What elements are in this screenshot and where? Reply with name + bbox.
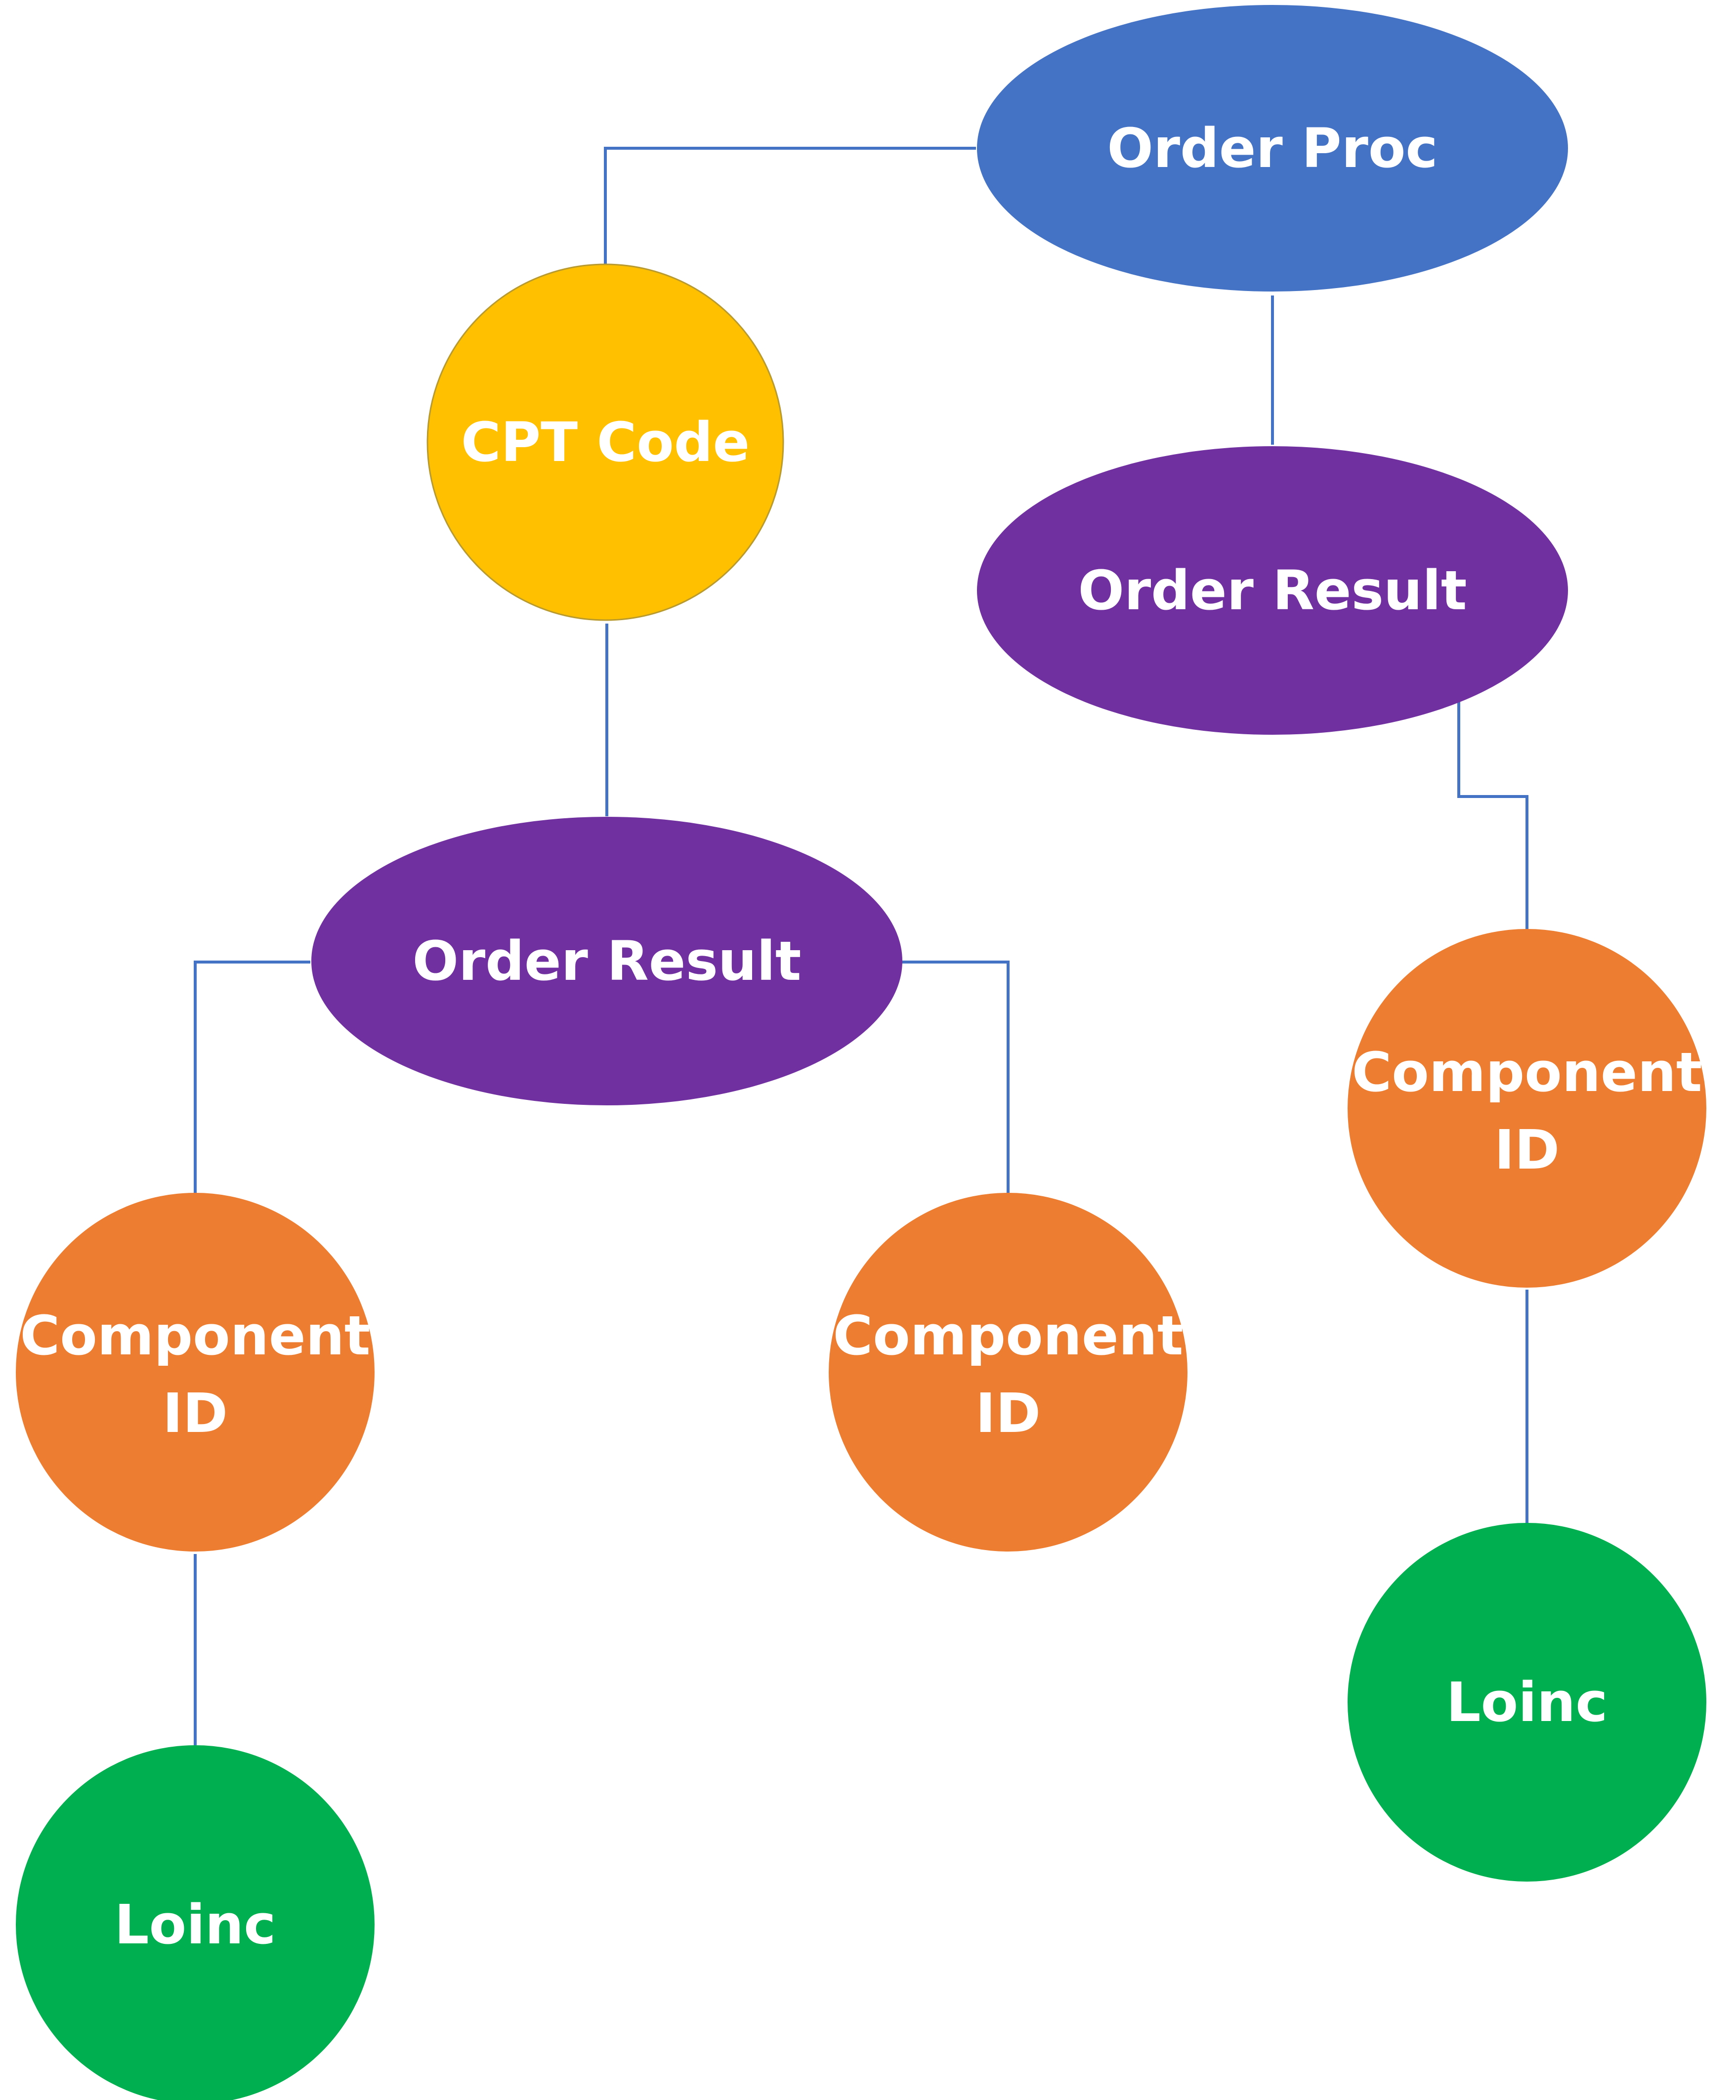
- order-result-right-ellipse: [977, 446, 1568, 735]
- connector-orderproc-to-cptcode: [604, 147, 976, 267]
- node-order-result-left[interactable]: Order Result: [311, 817, 902, 1105]
- node-order-result-right[interactable]: Order Result: [977, 446, 1568, 735]
- component-right-label-line2: ID: [1494, 1118, 1560, 1181]
- connectors: [194, 147, 1528, 1745]
- cpt-code-label: CPT Code: [461, 411, 750, 474]
- component-left-label-line2: ID: [163, 1382, 228, 1445]
- node-component-middle[interactable]: Component ID: [829, 1193, 1187, 1552]
- component-middle-circle: [829, 1193, 1187, 1552]
- node-order-proc[interactable]: Order Proc: [977, 5, 1568, 292]
- connector-orderresult-left-to-component-middle: [902, 961, 1010, 1195]
- cpt-code-circle: [427, 264, 783, 620]
- component-left-circle: [16, 1193, 375, 1552]
- node-loinc-right[interactable]: Loinc: [1348, 1523, 1706, 1882]
- order-result-left-ellipse: [311, 817, 902, 1105]
- connector-orderresult-left-to-component-left: [194, 961, 310, 1195]
- loinc-right-label: Loinc: [1446, 1671, 1608, 1734]
- connector-orderresult-right-to-component-right: [1457, 702, 1528, 933]
- node-component-right[interactable]: Component ID: [1348, 929, 1706, 1288]
- loinc-right-circle: [1348, 1523, 1706, 1882]
- component-left-label-line1: Component: [20, 1304, 370, 1367]
- node-cpt-code[interactable]: CPT Code: [426, 263, 784, 621]
- order-proc-ellipse: [977, 5, 1568, 292]
- node-loinc-left[interactable]: Loinc: [16, 1745, 375, 2100]
- loinc-left-label: Loinc: [115, 1893, 276, 1956]
- component-middle-label-line1: Component: [833, 1304, 1183, 1367]
- cpt-code-border: [426, 263, 784, 621]
- component-middle-label-line2: ID: [975, 1382, 1041, 1445]
- loinc-left-circle: [16, 1745, 375, 2100]
- order-result-left-label: Order Result: [412, 929, 801, 993]
- component-right-circle: [1348, 929, 1706, 1288]
- node-component-left[interactable]: Component ID: [16, 1193, 375, 1552]
- order-result-right-label: Order Result: [1078, 559, 1467, 622]
- order-proc-label: Order Proc: [1107, 117, 1438, 180]
- component-right-label-line1: Component: [1352, 1041, 1702, 1104]
